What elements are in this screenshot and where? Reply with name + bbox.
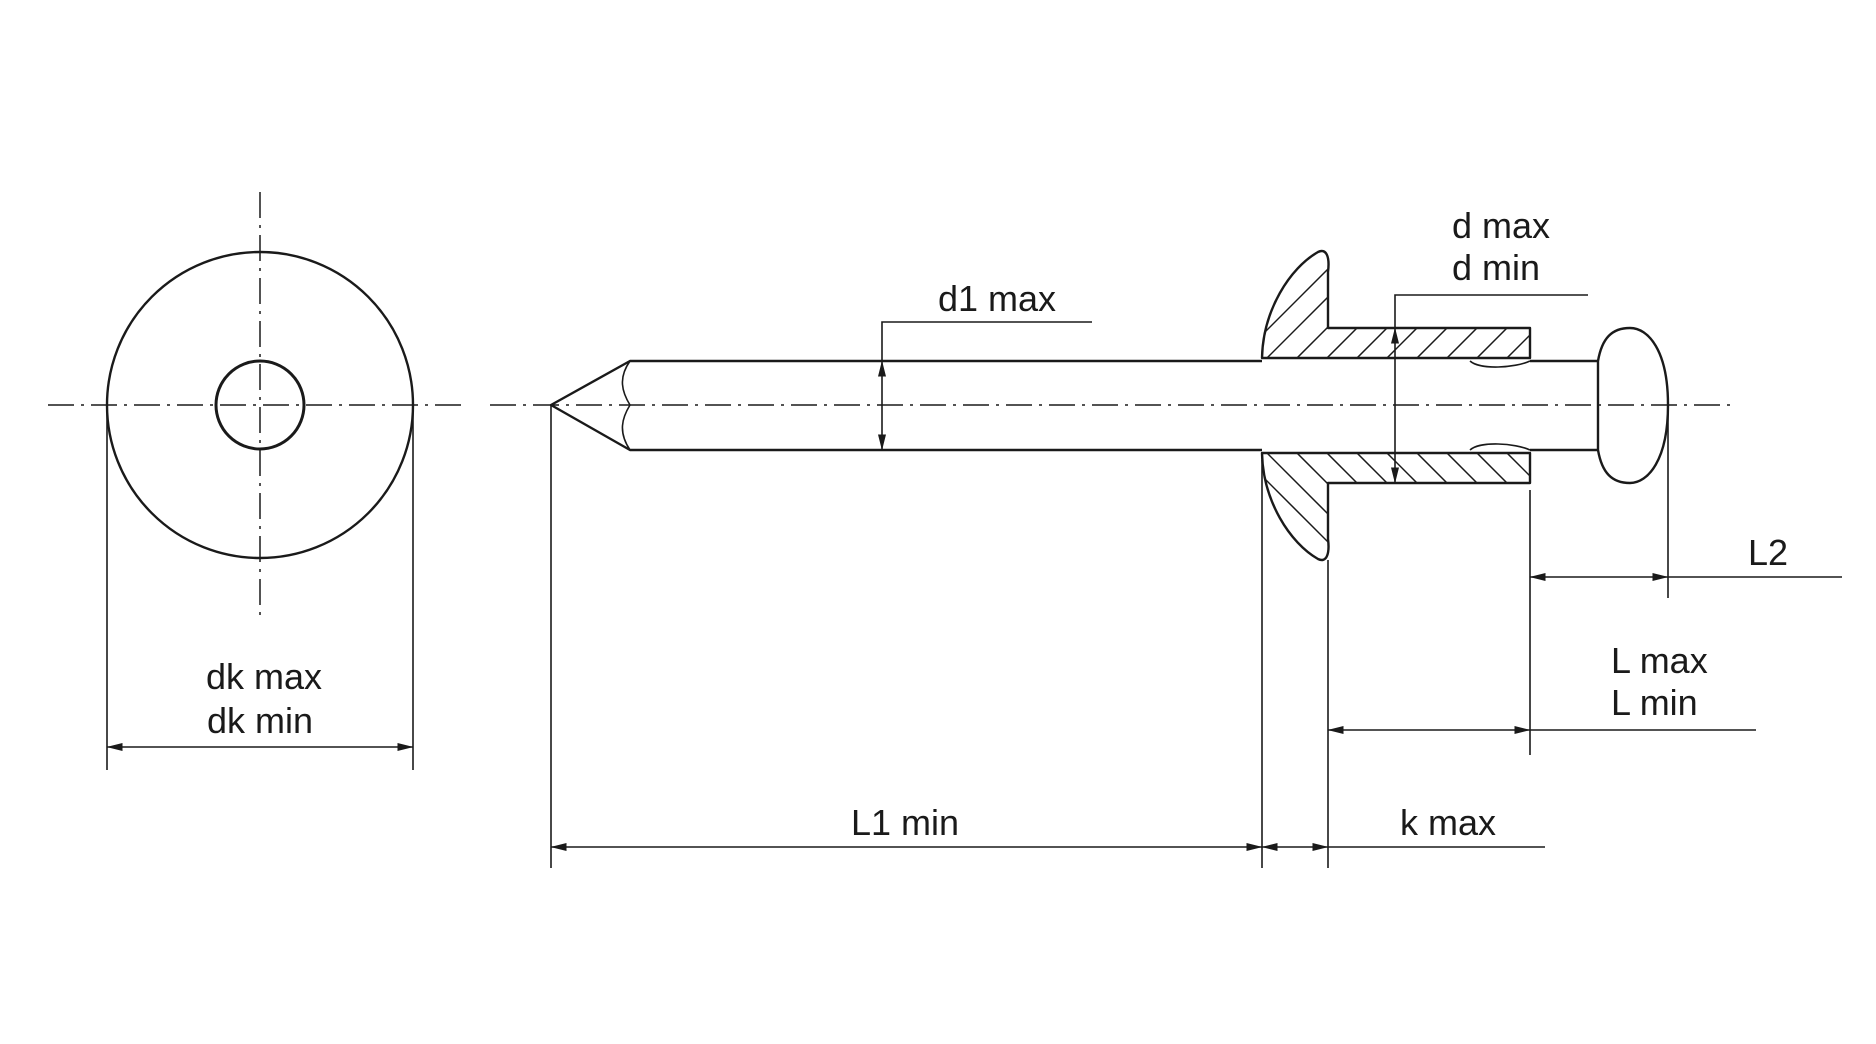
l1-min-label: L1 min (851, 802, 959, 843)
k-max-label: k max (1400, 802, 1496, 843)
d-max-label: d max (1452, 205, 1550, 246)
rivet-body-bottom-outline (1260, 451, 1532, 562)
end-view (48, 192, 465, 770)
rivet-body-bottom-section (1260, 443, 1532, 562)
mandrel-tip-chamfer (621, 360, 631, 451)
mandrel-hole-circle (214, 359, 306, 451)
d-leader (1394, 294, 1588, 328)
rivet-body-top-section (1260, 249, 1532, 368)
dk-min-label: dk min (207, 700, 313, 741)
d-min-label: d min (1452, 247, 1540, 288)
mandrel-head (1596, 326, 1670, 485)
rivet-body-top-groove (1469, 360, 1531, 368)
side-view (490, 249, 1842, 868)
dk-max-label: dk max (206, 656, 322, 697)
rivet-body-bottom-groove (1469, 443, 1531, 451)
d1-leader (881, 321, 1092, 361)
l-min-label: L min (1611, 682, 1698, 723)
rivet-body-top-outline (1260, 249, 1532, 360)
l2-label: L2 (1748, 532, 1788, 573)
d1-max-label: d1 max (938, 278, 1056, 319)
l-max-label: L max (1611, 640, 1708, 681)
